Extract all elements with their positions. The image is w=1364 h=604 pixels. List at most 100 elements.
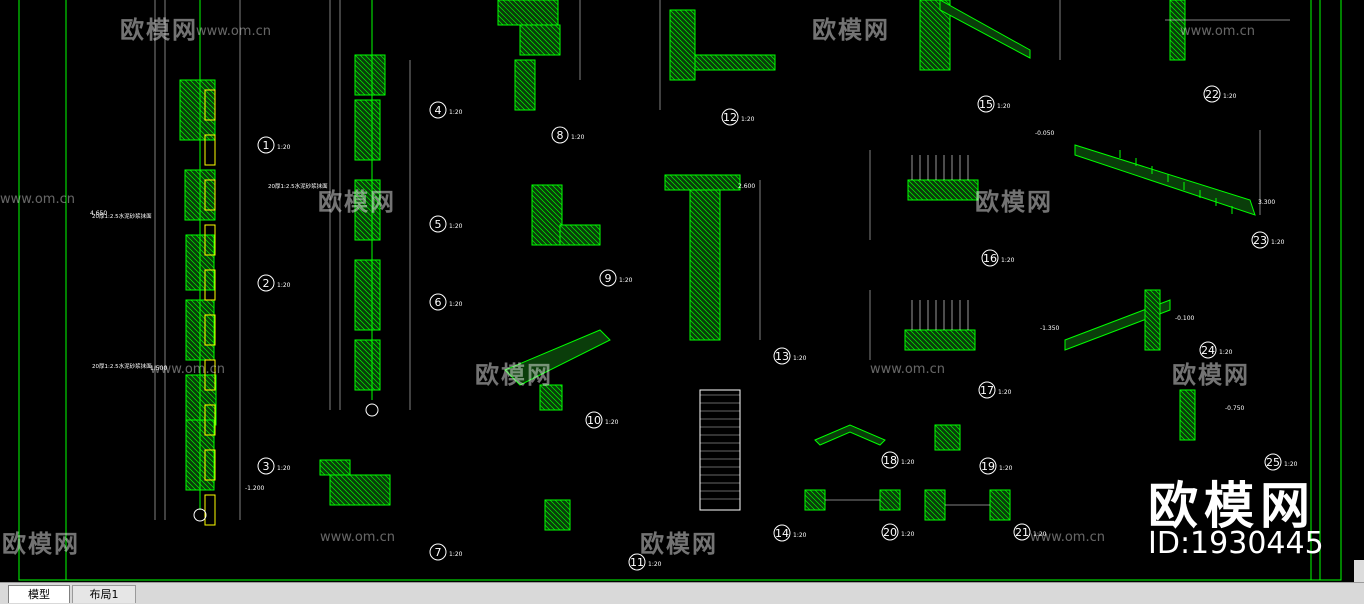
scale-label: 1:20 (277, 282, 291, 289)
hatched-section (519, 24, 561, 56)
watermark-url: www.om.cn (1030, 530, 1105, 545)
hatched-section (559, 224, 601, 246)
stair-section (1074, 144, 1256, 216)
scale-label: 1:20 (605, 419, 619, 426)
vertical-scrollbar[interactable] (1354, 560, 1364, 582)
detail-number-circle (429, 293, 447, 311)
watermark-id: ID:1930445 (1148, 526, 1324, 561)
hatched-section (879, 489, 901, 511)
scale-label: 1:20 (571, 134, 585, 141)
detail-number-circle (1264, 453, 1282, 471)
hatched-section (907, 179, 979, 201)
detail-number-circle (257, 274, 275, 292)
scale-label: 1:20 (793, 355, 807, 362)
detail-number-circle (773, 347, 791, 365)
scale-label: 1:20 (277, 144, 291, 151)
dimension-label: 3.300 (1258, 199, 1275, 206)
dimension-label: 4.650 (90, 210, 107, 217)
detail-number: 20 (883, 526, 897, 539)
scale-label: 1:20 (277, 465, 291, 472)
hatched-section (669, 9, 696, 81)
hatched-section (904, 329, 976, 351)
detail-number: 3 (263, 460, 270, 473)
hatched-section (531, 184, 563, 246)
scale-label: 1:20 (449, 109, 463, 116)
watermark-logo: 欧模网 (975, 188, 1053, 216)
hatched-section (544, 499, 571, 531)
scale-label: 1:20 (1219, 349, 1233, 356)
hatched-section (694, 54, 776, 71)
dimension-label: -0.750 (1225, 405, 1245, 412)
detail-number-circle (257, 457, 275, 475)
watermark-logo: 欧模网 (2, 530, 80, 558)
scale-label: 1:20 (1223, 93, 1237, 100)
note-label: 20厚1:2.5水泥砂浆抹面 (92, 362, 152, 370)
detail-number-circle (257, 136, 275, 154)
hatched-section (329, 474, 391, 506)
watermark-url: www.om.cn (196, 24, 271, 39)
watermark-url: www.om.cn (870, 362, 945, 377)
watermark-url: www.om.cn (320, 530, 395, 545)
detail-number-circle (429, 101, 447, 119)
hatched-section (1179, 389, 1196, 441)
note-label: 20厚1:2.5水泥砂浆抹面 (268, 182, 328, 190)
brick-wall (699, 389, 741, 511)
section-marker (365, 403, 379, 417)
detail-number-circle (1013, 523, 1031, 541)
scale-label: 1:20 (901, 459, 915, 466)
detail-number-circle (599, 269, 617, 287)
detail-number-circle (981, 249, 999, 267)
detail-number: 17 (980, 384, 994, 397)
detail-number: 2 (263, 277, 270, 290)
tab-model[interactable]: 模型 (8, 585, 70, 603)
note-label: 20厚1:2.5水泥砂浆抹面 (92, 212, 152, 220)
detail-number: 21 (1015, 526, 1029, 539)
detail-number: 25 (1266, 456, 1280, 469)
scale-label: 1:20 (449, 223, 463, 230)
section-marker (193, 508, 207, 522)
hatched-section (514, 59, 536, 111)
detail-number: 24 (1201, 344, 1215, 357)
detail-number: 19 (981, 460, 995, 473)
ramp-section (1064, 299, 1171, 351)
scale-label: 1:20 (1271, 239, 1285, 246)
hatched-section (664, 174, 741, 191)
watermark-url: www.om.cn (1180, 24, 1255, 39)
detail-number-circle (628, 553, 646, 571)
scale-label: 1:20 (999, 465, 1013, 472)
watermark-logo: 欧模网 (475, 361, 553, 389)
ridge-section (814, 424, 886, 446)
scale-label: 1:20 (741, 116, 755, 123)
hatched-section (1144, 289, 1161, 351)
dimension-label: 1.500 (150, 365, 167, 372)
scale-label: 1:20 (1001, 257, 1015, 264)
hatched-section (354, 259, 381, 331)
watermark-logo: 欧模网 (120, 16, 198, 44)
roof-eave-section (504, 329, 611, 386)
scale-label: 1:20 (997, 103, 1011, 110)
watermark-logo: 欧模网 (318, 188, 396, 216)
dimension-label: -0.050 (1035, 130, 1055, 137)
detail-number-circle (1251, 231, 1269, 249)
hatched-section (539, 384, 563, 411)
stair-section (939, 0, 1031, 59)
hatched-section (804, 489, 826, 511)
watermark-url: www.om.cn (0, 192, 75, 207)
detail-number-circle (551, 126, 569, 144)
detail-number: 22 (1205, 88, 1219, 101)
layout-tab-bar: 模型 布局1 (0, 582, 1364, 604)
tab-layout1[interactable]: 布局1 (72, 585, 136, 603)
detail-number-circle (881, 523, 899, 541)
detail-number: 13 (775, 350, 789, 363)
hatched-section (354, 99, 381, 161)
detail-number: 7 (435, 546, 442, 559)
detail-number: 4 (435, 104, 442, 117)
scale-label: 1:20 (1284, 461, 1298, 468)
hatched-section (989, 489, 1011, 521)
detail-number: 1 (263, 139, 270, 152)
scale-label: 1:20 (998, 389, 1012, 396)
watermark-big-logo: 欧模网 (1148, 477, 1316, 535)
detail-number-circle (773, 524, 791, 542)
hatched-section (1169, 0, 1186, 61)
